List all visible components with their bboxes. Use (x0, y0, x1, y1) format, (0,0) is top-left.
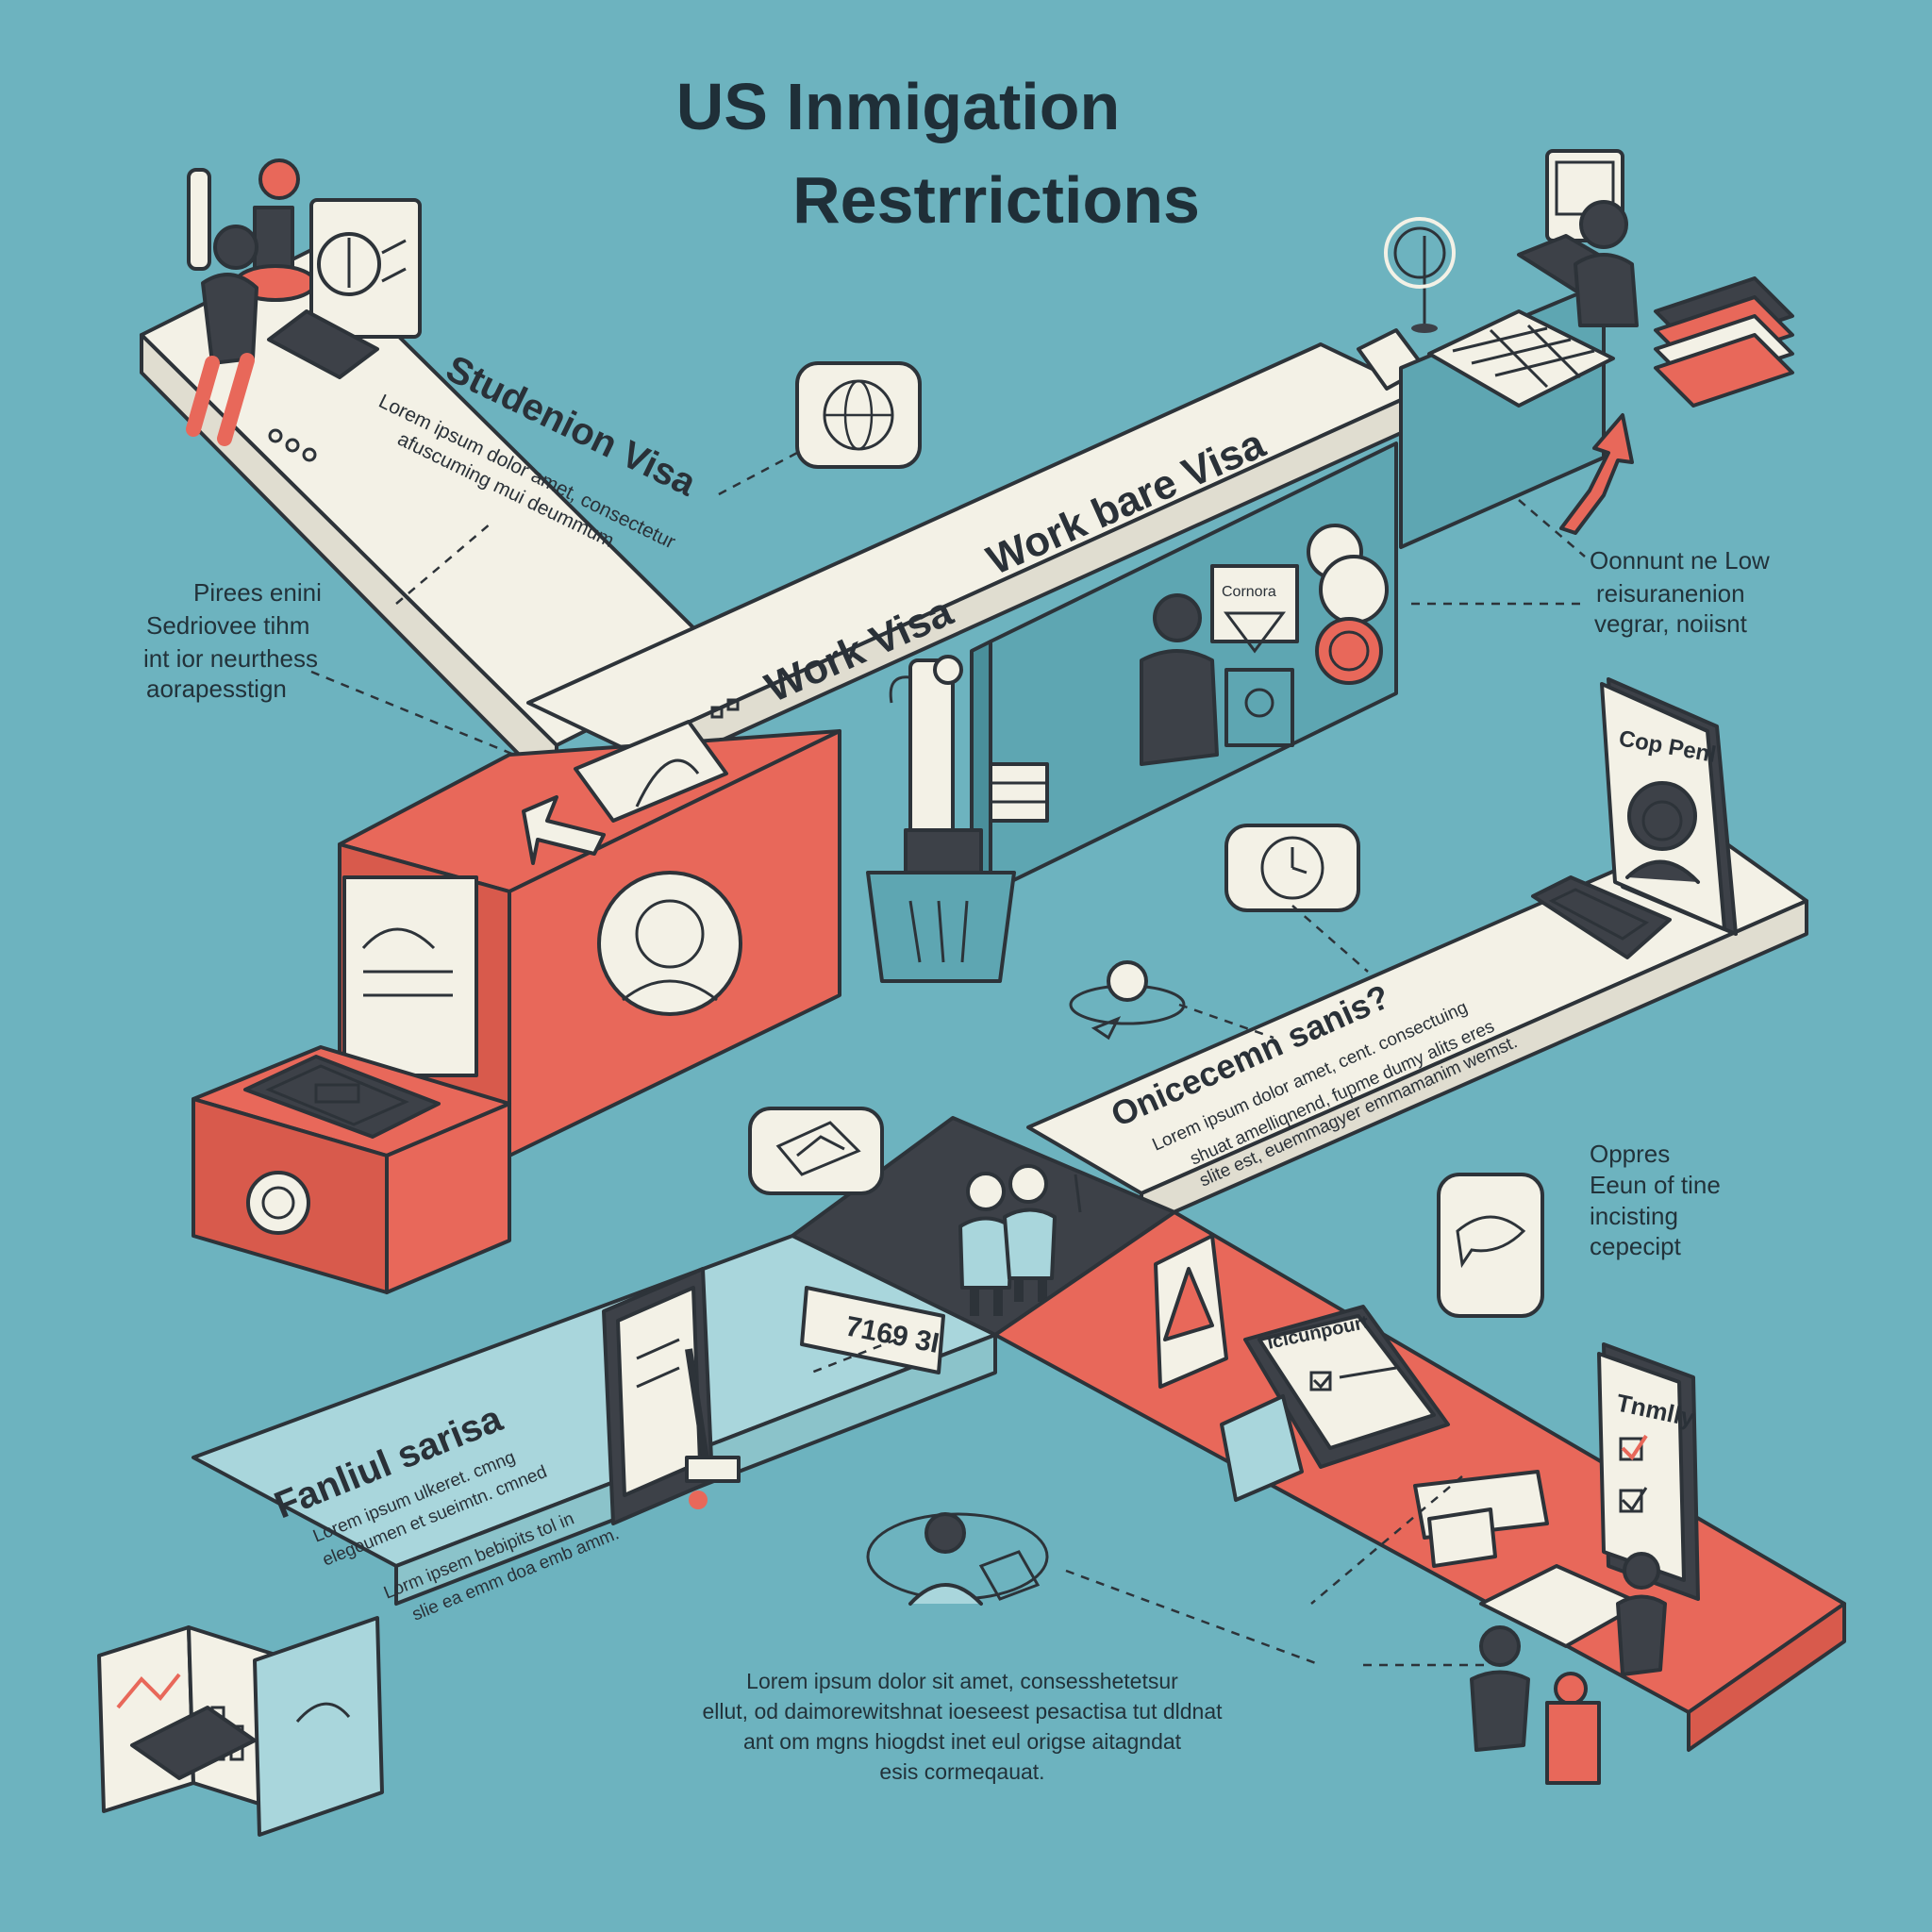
callout-right-top-1: Oonnunt ne Low (1590, 546, 1770, 575)
top-right-office-illustration (1384, 149, 1794, 549)
document-stand-illustration (602, 1267, 741, 1525)
passport-icon (1531, 875, 1672, 959)
title-line-2: Restrrictions (792, 163, 1200, 237)
person-icon (866, 1512, 1049, 1606)
callout-bottom-1: Lorem ipsum dolor sit amet, consesshetet… (746, 1669, 1178, 1693)
callout-bottom-2: ellut, od daimorewitshnat ioeseest pesac… (702, 1699, 1223, 1724)
warning-sign-illustration (1154, 1234, 1228, 1389)
work-sign-label: Cornora (1222, 584, 1276, 600)
callout-right-top-3: vegrar, noiisnt (1594, 609, 1748, 638)
callout-right-mid-4: cepecipt (1590, 1232, 1682, 1260)
chart-board-illustration (97, 1616, 384, 1837)
title-line-1: US Inmigation (676, 70, 1121, 143)
callout-right-mid-2: Eeun of tine (1590, 1171, 1721, 1199)
student-person-icon (186, 225, 258, 446)
globe-icon (795, 361, 922, 469)
callout-bottom-4: esis cormeqauat. (879, 1759, 1044, 1784)
clock-icon (1224, 824, 1360, 912)
callout-right-mid-1: Oppres (1590, 1140, 1670, 1168)
family-card-sign: Tnmlly (1597, 1342, 1700, 1601)
student-desk-illustration (187, 158, 422, 379)
leader-lines (310, 451, 1586, 1667)
callout-bottom-3: ant om mgns hiogdst inet eul origse aita… (743, 1729, 1182, 1754)
callout-left: Pirees enini Sedriovee tihm int ior neur… (143, 578, 322, 703)
ticket-board-illustration: Icicunpourt (1220, 1305, 1450, 1502)
callout-left-3: int ior neurthess (143, 644, 318, 673)
chat-bubble-icon (1437, 1173, 1544, 1318)
timer-sign: 7169 3I (800, 1286, 945, 1374)
callout-right-top: Oonnunt ne Low reisuranenion vegrar, noi… (1590, 546, 1770, 638)
callout-right-mid: Oppres Eeun of tine incisting cepecipt (1590, 1140, 1721, 1260)
callout-left-4: aorapesstign (146, 675, 287, 703)
callout-right-mid-3: incisting (1590, 1202, 1678, 1230)
gate-illustration (866, 655, 1049, 983)
couple-person-icon (958, 1164, 1082, 1316)
chat-person-icon (1069, 960, 1186, 1041)
callout-bottom: Lorem ipsum dolor sit amet, consesshetet… (702, 1669, 1223, 1784)
coral-block (338, 720, 841, 1158)
callout-right-top-2: reisuranenion (1596, 579, 1745, 608)
work-officer-illustration: Cornora (1140, 524, 1389, 766)
callout-left-1: Pirees enini (193, 578, 322, 607)
callout-left-2: Sedriovee tihm (146, 611, 309, 640)
arrow-up-icon (1559, 413, 1634, 535)
cop-panel-sign: Cop Penl (1600, 677, 1738, 936)
bottom-right-people (1470, 1552, 1667, 1785)
arrow-up-icon (522, 795, 606, 865)
coral-step (192, 1045, 511, 1294)
map-icon (748, 1107, 884, 1195)
